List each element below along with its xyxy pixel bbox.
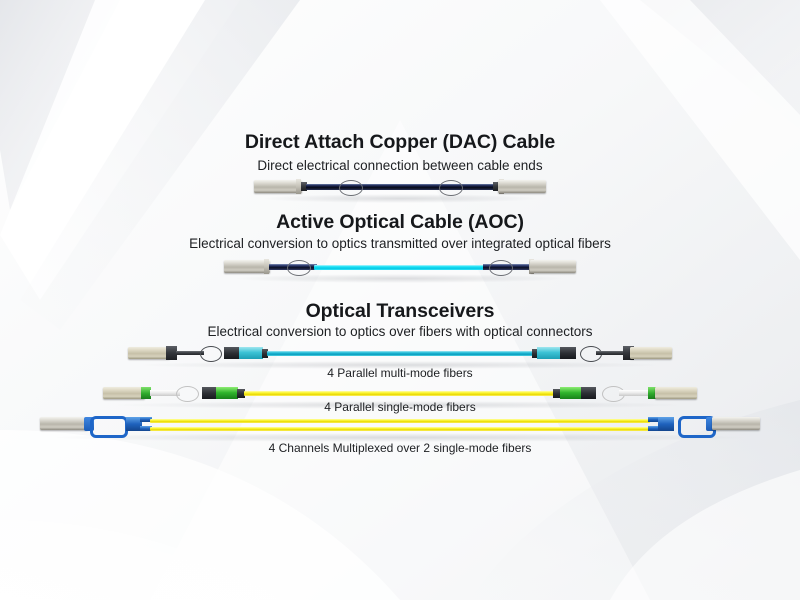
row2-left-mpo-collar — [237, 388, 245, 398]
row2-right-mpo-collar — [553, 388, 561, 398]
aoc-cable — [314, 264, 486, 270]
row2-left-mpo-body — [202, 387, 217, 399]
row3-left-lc-connector — [126, 417, 142, 431]
row3-left-lc-ferrule-top — [140, 417, 152, 422]
row1-left-module-port — [166, 346, 177, 360]
row3-left-lc-ferrule-bottom — [140, 426, 152, 431]
row1-cable — [267, 351, 534, 356]
row1-right-module-port — [623, 346, 634, 360]
row2-left-module — [103, 387, 145, 399]
dac-cable-assembly — [254, 176, 546, 203]
row1-right-mpo-boot — [537, 347, 561, 359]
dac-right-module — [498, 180, 546, 193]
row3-right-module — [712, 417, 760, 430]
dac-cable — [306, 184, 494, 190]
row1-left-pull-tab — [176, 351, 204, 355]
transceiver-row-multimode — [128, 344, 672, 369]
dac-left-module-port — [301, 182, 307, 191]
aoc-subtitle: Electrical conversion to optics transmit… — [189, 236, 611, 251]
row2-left-pull-ring — [176, 386, 199, 402]
row3-caption: 4 Channels Multiplexed over 2 single-mod… — [268, 441, 532, 455]
row1-left-pull-ring — [200, 346, 222, 362]
row3-right-bail-fill — [706, 417, 716, 431]
row1-caption: 4 Parallel multi-mode fibers — [327, 366, 473, 380]
row2-right-module — [655, 387, 697, 399]
row2-left-mpo-boot — [216, 387, 238, 399]
dac-right-pull-ring — [439, 180, 463, 196]
row3-right-lc-connector — [658, 417, 674, 431]
aoc-left-module-cap — [264, 259, 269, 274]
transceiver-row-singlemode — [103, 384, 697, 409]
aoc-right-module — [530, 260, 576, 273]
dac-left-module-cap — [296, 179, 301, 194]
aoc-left-module — [224, 260, 270, 273]
row3-cable-upper — [150, 418, 650, 423]
row1-right-mpo-collar — [532, 348, 538, 358]
row3-left-module — [40, 417, 88, 430]
dac-left-module — [254, 180, 302, 193]
row1-left-mpo-body — [224, 347, 240, 359]
row1-left-mpo-collar — [262, 348, 268, 358]
aoc-shadow — [236, 274, 564, 283]
transceivers-subtitle: Electrical conversion to optics over fib… — [207, 324, 593, 339]
row1-shadow — [142, 361, 658, 369]
row1-right-pull-tab — [596, 351, 624, 355]
transceiver-row-multiplexed — [40, 413, 760, 442]
row2-cable — [244, 391, 555, 396]
transceivers-title: Optical Transceivers — [305, 300, 495, 322]
dac-left-pull-ring — [339, 180, 363, 196]
row2-left-pull-tab — [150, 390, 180, 396]
row1-right-mpo-body — [560, 347, 576, 359]
aoc-left-pull-ring — [287, 260, 311, 276]
row1-right-module — [630, 347, 672, 359]
aoc-title: Active Optical Cable (AOC) — [276, 211, 524, 233]
row2-left-module-port — [141, 387, 151, 399]
row2-caption: 4 Parallel single-mode fibers — [324, 400, 476, 414]
aoc-cable-assembly — [224, 256, 576, 283]
row2-right-module-port — [648, 387, 658, 399]
row1-left-module — [128, 347, 170, 359]
row2-right-mpo-boot — [560, 387, 582, 399]
row3-right-lc-ferrule-top — [648, 417, 660, 422]
dac-right-module-port — [493, 182, 499, 191]
row3-shadow — [56, 433, 744, 442]
dac-subtitle: Direct electrical connection between cab… — [257, 158, 543, 173]
row3-cable-lower — [150, 426, 650, 431]
row1-left-mpo-boot — [239, 347, 263, 359]
row3-right-lc-ferrule-bottom — [648, 426, 660, 431]
row2-right-pull-tab — [619, 390, 649, 396]
row2-right-mpo-body — [581, 387, 596, 399]
aoc-right-pull-ring — [489, 260, 513, 276]
row3-left-bail-handle — [90, 416, 128, 438]
row2-shadow — [117, 401, 683, 409]
row3-left-bail-fill — [84, 417, 94, 431]
dac-title: Direct Attach Copper (DAC) Cable — [244, 131, 556, 153]
dac-shadow — [264, 194, 536, 203]
